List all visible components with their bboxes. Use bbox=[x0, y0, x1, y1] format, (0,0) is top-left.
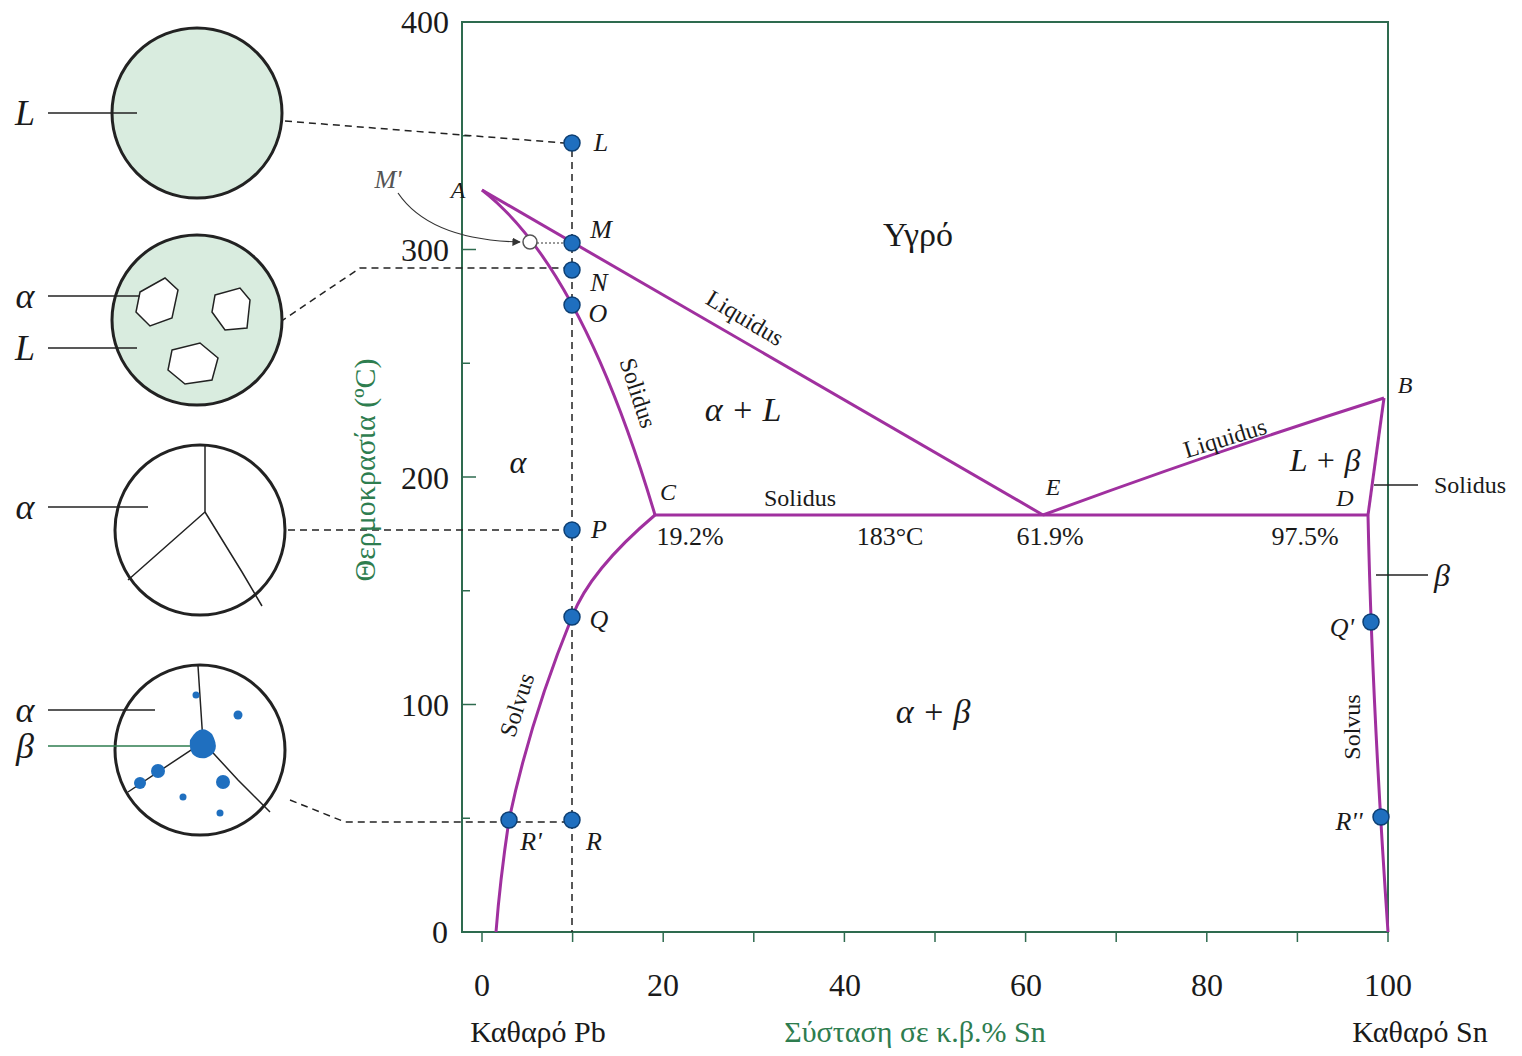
x-tick bbox=[1206, 932, 1208, 942]
dotted-line bbox=[537, 243, 565, 244]
axis-ticks bbox=[462, 22, 1388, 942]
structure-label: L bbox=[15, 330, 35, 366]
line-label: Solidus bbox=[764, 486, 836, 510]
leader-line bbox=[1376, 574, 1428, 576]
structure-label: L bbox=[15, 95, 35, 131]
point-label: M' bbox=[374, 167, 401, 193]
y-tick bbox=[462, 363, 470, 365]
axis-tick-label: 0 bbox=[474, 969, 490, 1001]
x-tick bbox=[1115, 932, 1117, 942]
structure-label: β bbox=[16, 728, 34, 764]
y-tick bbox=[462, 704, 476, 706]
x-tick bbox=[1025, 932, 1027, 942]
phase-label: α + β bbox=[896, 695, 971, 729]
point-label: C bbox=[660, 480, 676, 504]
line-label: Liquidus bbox=[1181, 414, 1270, 462]
point-label: R bbox=[586, 829, 602, 855]
phase-label: L + β bbox=[1290, 444, 1361, 476]
axis-tick-label: 0 bbox=[432, 916, 448, 948]
phase-label: β bbox=[1434, 559, 1450, 591]
line-label: Liquidus bbox=[702, 286, 788, 351]
structure-label: α bbox=[16, 278, 35, 314]
point-label: Q' bbox=[1330, 615, 1354, 641]
axis-tick-label: 40 bbox=[829, 969, 861, 1001]
phase-label: Υγρό bbox=[883, 218, 953, 252]
point-label: Q bbox=[590, 607, 609, 633]
y-tick bbox=[462, 476, 476, 478]
x-tick bbox=[662, 932, 664, 942]
plot-frame bbox=[462, 22, 1388, 932]
point-label: E bbox=[1046, 475, 1061, 499]
microstructures bbox=[112, 28, 285, 835]
point-label: R' bbox=[520, 829, 541, 855]
point-label: A bbox=[451, 178, 466, 202]
structure-label: α bbox=[16, 692, 35, 728]
x-tick bbox=[1387, 932, 1389, 942]
y-tick bbox=[462, 931, 476, 933]
structure-label: α bbox=[16, 489, 35, 525]
value-label: 183°C bbox=[857, 524, 924, 550]
phase-boundaries bbox=[482, 190, 1388, 932]
axis-end-label: Καθαρό Pb bbox=[470, 1017, 606, 1047]
axis-tick-label: 100 bbox=[1364, 969, 1412, 1001]
open-point bbox=[523, 235, 537, 249]
state-points bbox=[501, 135, 1389, 828]
point-label: L bbox=[594, 130, 608, 156]
axis-tick-label: 100 bbox=[401, 689, 449, 721]
point-label: D bbox=[1336, 486, 1353, 510]
axis-tick-label: 200 bbox=[401, 462, 449, 494]
phase-label: α bbox=[510, 446, 527, 478]
axis-tick-label: 300 bbox=[401, 234, 449, 266]
y-tick bbox=[462, 249, 476, 251]
leader-lines bbox=[48, 113, 190, 746]
x-tick bbox=[844, 932, 846, 942]
value-label: 19.2% bbox=[656, 524, 723, 550]
x-tick bbox=[1297, 932, 1299, 942]
x-tick bbox=[481, 932, 483, 942]
axis-tick-label: 20 bbox=[647, 969, 679, 1001]
y-tick bbox=[462, 818, 470, 820]
axis-title: Θερμοκρασία (ºC) bbox=[350, 359, 380, 582]
value-label: 61.9% bbox=[1016, 524, 1083, 550]
leader-line bbox=[1374, 484, 1418, 486]
axis-title: Σύσταση σε κ.β.% Sn bbox=[784, 1017, 1045, 1047]
axis-tick-label: 60 bbox=[1010, 969, 1042, 1001]
phase-label: α + L bbox=[705, 393, 782, 427]
point-label: N bbox=[590, 270, 607, 296]
guide-lines bbox=[280, 121, 572, 932]
line-label: Solvus bbox=[1340, 694, 1364, 759]
point-label: M bbox=[590, 217, 612, 243]
axis-tick-label: 80 bbox=[1191, 969, 1223, 1001]
point-label: B bbox=[1398, 373, 1413, 397]
x-tick bbox=[934, 932, 936, 942]
y-tick bbox=[462, 21, 476, 23]
axis-end-label: Καθαρό Sn bbox=[1352, 1017, 1488, 1047]
point-label: R'' bbox=[1335, 809, 1362, 835]
point-label: P bbox=[591, 517, 607, 543]
x-tick bbox=[753, 932, 755, 942]
line-label: Solidus bbox=[1434, 473, 1506, 497]
axis-tick-label: 400 bbox=[401, 6, 449, 38]
point-label: O bbox=[589, 301, 608, 327]
x-tick bbox=[572, 932, 574, 942]
value-label: 97.5% bbox=[1271, 524, 1338, 550]
y-tick bbox=[462, 590, 470, 592]
